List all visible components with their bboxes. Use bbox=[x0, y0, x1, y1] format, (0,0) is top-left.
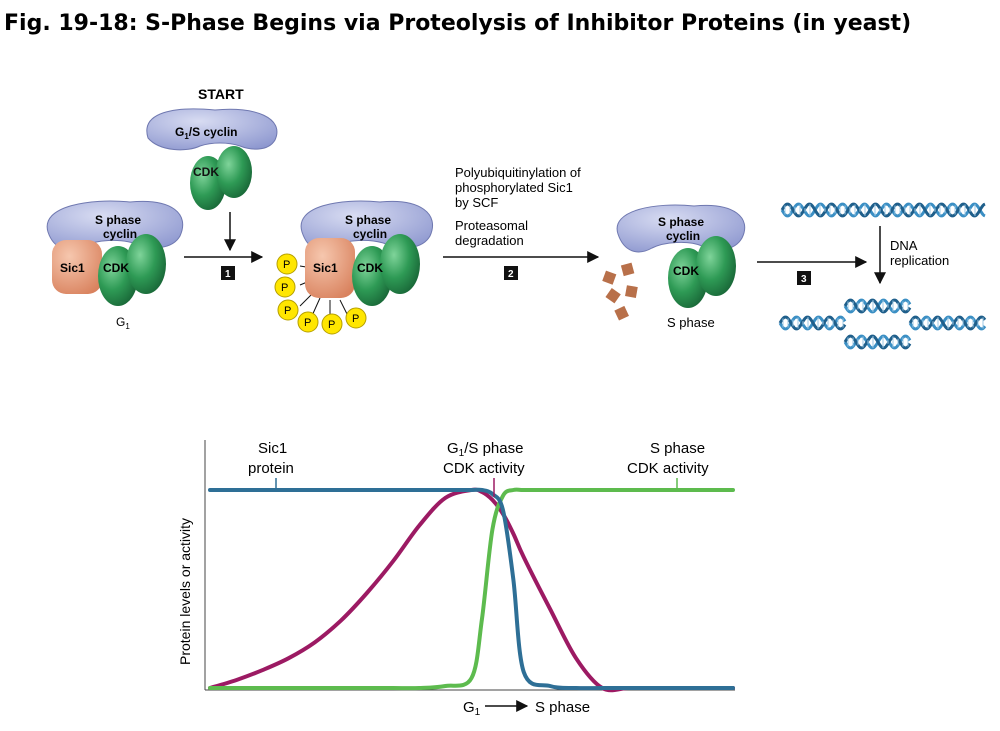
start-label: START bbox=[198, 86, 244, 102]
svg-text:P: P bbox=[281, 282, 288, 294]
series-line-2 bbox=[208, 487, 735, 691]
step2-number: 2 bbox=[508, 269, 514, 280]
dna-strand bbox=[778, 315, 847, 331]
g1s-cyclin-cdk-complex: G1/S cyclin CDK bbox=[146, 108, 278, 210]
cdk-lobe bbox=[696, 236, 736, 296]
y-axis-label: Protein levels or activity bbox=[177, 518, 193, 665]
svg-text:CDK activity: CDK activity bbox=[627, 460, 709, 477]
s-phase-complex: S phase cyclin CDK S phase bbox=[616, 204, 746, 330]
svg-text:S phase: S phase bbox=[650, 440, 705, 457]
phospho-sic1-complex: S phase cyclin Sic1 CDK P P P P P bbox=[274, 200, 433, 335]
sic1-fragments bbox=[602, 262, 638, 321]
step3-number: 3 bbox=[801, 274, 807, 285]
svg-text:P: P bbox=[352, 313, 359, 325]
svg-text:CDK activity: CDK activity bbox=[443, 460, 525, 477]
series-label-g1s: G1/S phase CDK activity bbox=[443, 440, 525, 497]
dna-strand bbox=[780, 202, 986, 218]
s-phase-cyclin-label-line2: cyclin bbox=[353, 227, 387, 241]
svg-text:Proteasomal: Proteasomal bbox=[455, 218, 528, 233]
sic1-shape bbox=[305, 238, 355, 298]
g1-label: G1 bbox=[116, 315, 130, 331]
series-label-sic1: Sic1 protein bbox=[248, 440, 294, 490]
dna-helix-top bbox=[780, 202, 986, 218]
s-phase-cyclin-label-line1: S phase bbox=[658, 215, 704, 229]
series-label-s-phase: S phase CDK activity bbox=[627, 440, 709, 490]
svg-text:Sic1: Sic1 bbox=[258, 440, 287, 457]
svg-text:protein: protein bbox=[248, 460, 294, 477]
s-phase-cyclin-label-line2: cyclin bbox=[666, 229, 700, 243]
svg-text:P: P bbox=[304, 317, 311, 329]
s-phase-cyclin-label-line1: S phase bbox=[95, 213, 141, 227]
sic1-label: Sic1 bbox=[313, 261, 338, 275]
dna-strand bbox=[843, 334, 912, 350]
svg-text:P: P bbox=[283, 259, 290, 271]
s-phase-label: S phase bbox=[667, 315, 715, 330]
series-line-0 bbox=[208, 487, 735, 691]
phosphate-group: P P P P P P bbox=[274, 253, 367, 335]
cdk-lobe bbox=[126, 234, 166, 294]
svg-text:G1: G1 bbox=[463, 699, 481, 718]
x-axis-label: G1 S phase bbox=[463, 699, 590, 718]
g1s-cyclin-label: G1/S cyclin bbox=[175, 125, 238, 141]
dna-strand bbox=[843, 298, 912, 314]
dna-helix-replicating bbox=[778, 298, 987, 350]
svg-text:G1/S phase: G1/S phase bbox=[447, 440, 523, 459]
svg-text:degradation: degradation bbox=[455, 233, 524, 248]
step2-description: Polyubiquitinylation of phosphorylated S… bbox=[455, 165, 581, 248]
svg-text:P: P bbox=[284, 305, 291, 317]
cdk-lobe bbox=[216, 146, 252, 198]
dna-label-line2: replication bbox=[890, 253, 949, 268]
page-title: Fig. 19-18: S-Phase Begins via Proteolys… bbox=[4, 11, 911, 36]
step1-number: 1 bbox=[225, 269, 231, 280]
cdk-lobe bbox=[380, 234, 420, 294]
cdk-label: CDK bbox=[193, 165, 219, 179]
sic1-label: Sic1 bbox=[60, 261, 85, 275]
dna-label-line1: DNA bbox=[890, 238, 918, 253]
step1-marker bbox=[221, 266, 235, 280]
step3-marker bbox=[797, 271, 811, 285]
step2-marker bbox=[504, 266, 518, 280]
cdk-label: CDK bbox=[673, 264, 699, 278]
chart: Protein levels or activity G1 S phase Si… bbox=[177, 440, 735, 718]
cdk-label: CDK bbox=[357, 261, 383, 275]
series-line-1 bbox=[208, 487, 735, 693]
cdk-label: CDK bbox=[103, 261, 129, 275]
s-phase-cyclin-label-line1: S phase bbox=[345, 213, 391, 227]
sic1-shape bbox=[52, 240, 102, 294]
svg-text:phosphorylated Sic1: phosphorylated Sic1 bbox=[455, 180, 573, 195]
g1s-cyclin-shape bbox=[146, 108, 278, 151]
svg-text:S phase: S phase bbox=[535, 699, 590, 716]
s-phase-cyclin-label-line2: cyclin bbox=[103, 227, 137, 241]
svg-text:Polyubiquitinylation of: Polyubiquitinylation of bbox=[455, 165, 581, 180]
g1-complex: S phase cyclin Sic1 CDK G1 bbox=[46, 200, 184, 331]
svg-text:by SCF: by SCF bbox=[455, 195, 498, 210]
svg-text:P: P bbox=[328, 319, 335, 331]
